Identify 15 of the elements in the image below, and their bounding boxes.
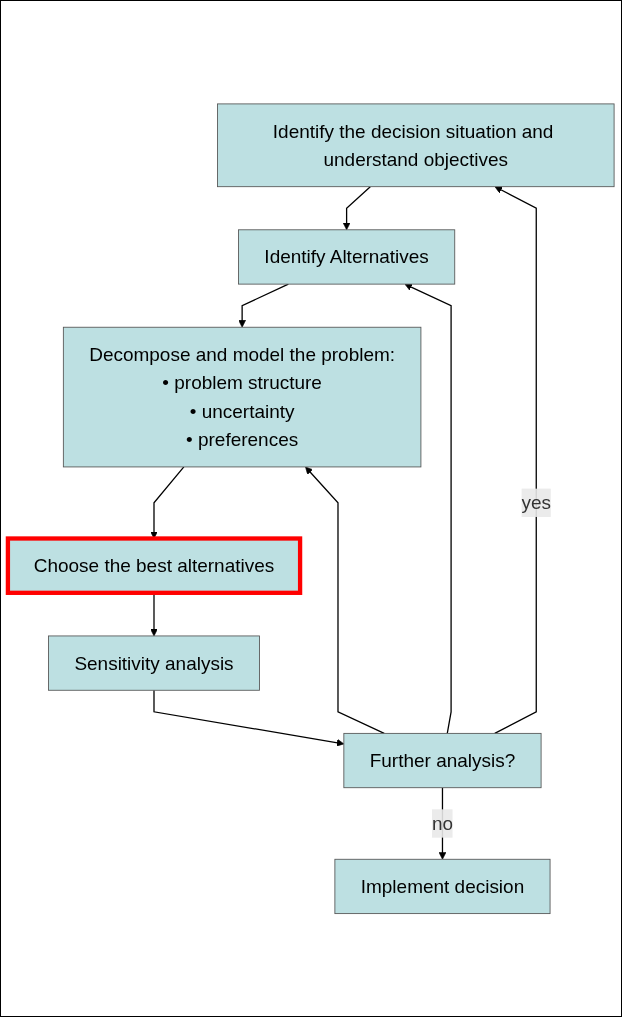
arrow <box>238 283 289 328</box>
node-box: Choose the best alternatives <box>5 536 303 595</box>
node-box: Implement decision <box>334 858 551 914</box>
node-box: Sensitivity analysis <box>48 635 260 691</box>
node-box: Decompose and model the problem: • problem structure • uncertainty • preferences <box>62 326 422 468</box>
edge-label: no <box>431 812 454 835</box>
arrow <box>342 185 371 230</box>
arrow <box>404 283 452 734</box>
arrow <box>494 186 537 734</box>
arrow <box>305 466 385 734</box>
node-box: Further analysis? <box>343 732 542 788</box>
node-box: Identify the decision situation and understand objectives <box>217 103 615 187</box>
edge-label: yes <box>521 491 552 514</box>
node-box: Identify Alternatives <box>238 229 456 285</box>
arrow <box>153 689 345 747</box>
